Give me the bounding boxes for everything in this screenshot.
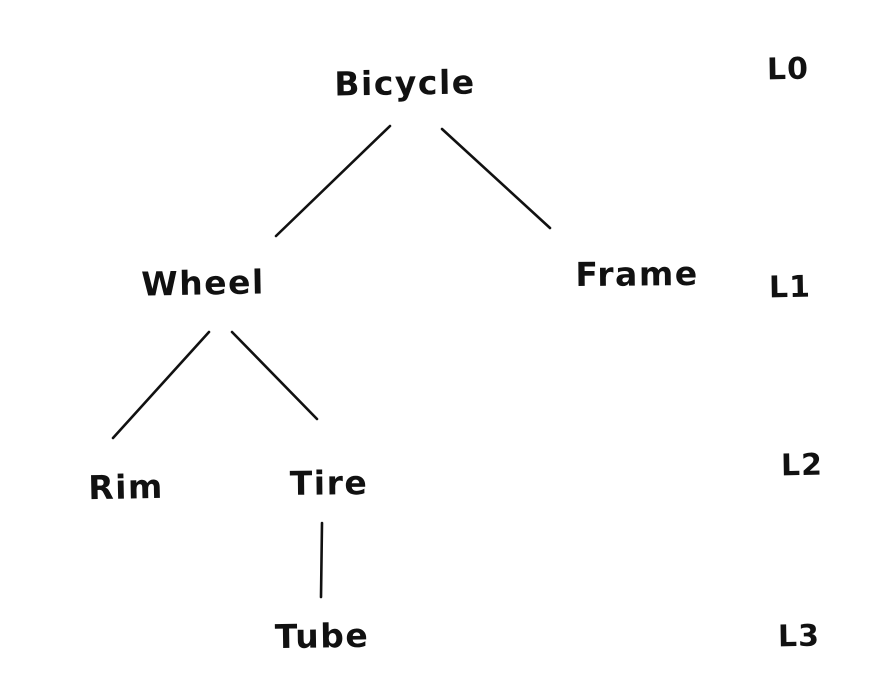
edge-bicycle-frame [440,127,552,230]
tree-node-wheel: Wheel [140,262,266,304]
edge-wheel-rim [111,330,211,440]
edge-wheel-tire [230,330,319,421]
level-label-l2: L2 [780,447,824,484]
edge-bicycle-wheel [274,124,392,238]
tree-node-tube: Tube [274,615,370,657]
tree-node-tire: Tire [289,463,369,503]
tree-node-frame: Frame [575,253,699,295]
level-label-l3: L3 [777,618,821,655]
tree-node-bicycle: Bicycle [334,62,476,104]
level-label-l0: L0 [766,51,810,88]
edge-tire-tube [319,521,324,599]
level-label-l1: L1 [768,269,812,306]
tree-node-rim: Rim [87,466,165,508]
